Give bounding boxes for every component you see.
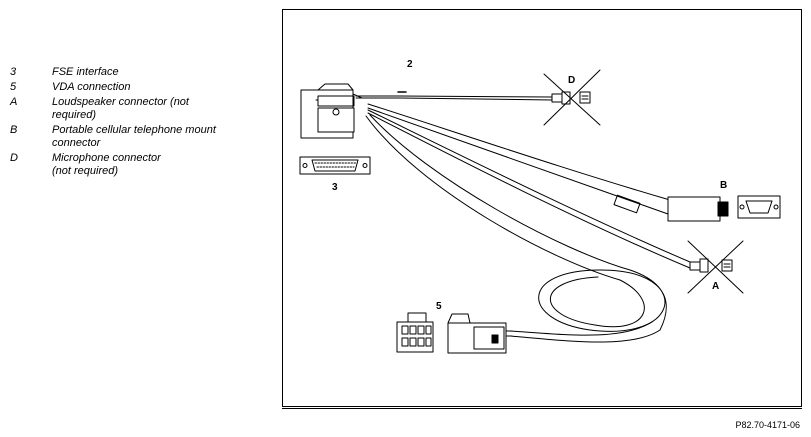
cross-d	[543, 69, 601, 126]
cable-to-5	[365, 114, 667, 343]
callout-3: 3	[332, 182, 338, 193]
legend-item-a: A Loudspeaker connector (not required)	[10, 96, 252, 122]
figure-reference: P82.70-4171-06	[735, 420, 800, 430]
legend-text: FSE interface	[52, 66, 119, 78]
fse-interface-connector	[299, 156, 371, 175]
figure-frame-underline	[282, 408, 802, 409]
cross-a	[687, 240, 744, 294]
legend-item-d: D Microphone connector (not required)	[10, 152, 252, 178]
legend-item-b: B Portable cellular telephone mount conn…	[10, 124, 252, 150]
legend-key: B	[10, 124, 18, 136]
vda-male-connector	[447, 313, 513, 354]
vda-female-connector	[396, 312, 434, 353]
callout-5: 5	[436, 301, 442, 312]
cable-to-a	[367, 109, 691, 269]
legend-item-5: 5 VDA connection	[10, 81, 252, 94]
legend-key: 5	[10, 81, 17, 93]
figure-frame	[282, 9, 802, 407]
legend-key: 3	[10, 66, 17, 78]
phone-mount-connector	[667, 195, 781, 222]
legend-key: D	[10, 152, 18, 164]
legend-text: VDA connection	[52, 81, 131, 93]
legend-text: Portable cellular telephone mount connec…	[52, 124, 216, 149]
cable-to-b	[367, 103, 671, 215]
callout-b: B	[720, 180, 727, 191]
cable-2	[355, 91, 553, 101]
legend-key: A	[10, 96, 18, 108]
legend: 3 FSE interface 5 VDA connection A Louds…	[10, 66, 252, 180]
loudspeaker-connector	[689, 258, 733, 273]
legend-item-3: 3 FSE interface	[10, 66, 252, 79]
legend-text: Loudspeaker connector (not required)	[52, 96, 189, 121]
fse-unit	[300, 83, 363, 139]
callout-d: D	[568, 75, 575, 86]
legend-text: Microphone connector (not required)	[52, 152, 161, 177]
callout-2: 2	[407, 59, 413, 70]
callout-a: A	[712, 281, 719, 292]
